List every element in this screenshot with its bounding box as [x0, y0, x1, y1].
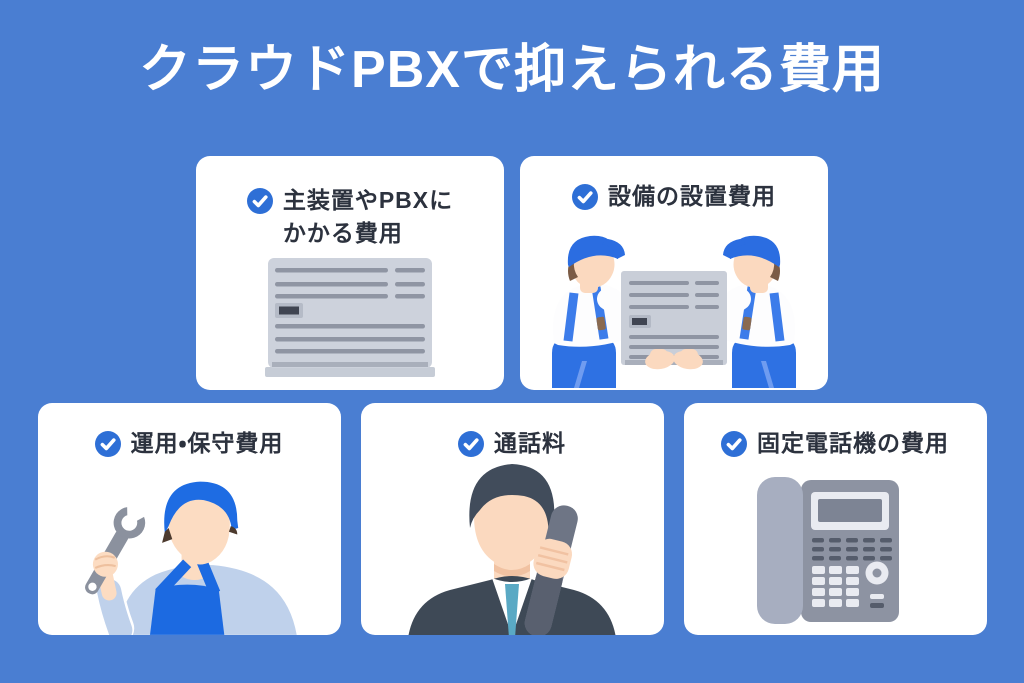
desk-phone-illustration: [745, 472, 925, 630]
card-call-charges: 通話料: [360, 403, 664, 635]
card-heading: 通話料: [458, 427, 566, 460]
businessman-on-phone-illustration: [402, 460, 622, 635]
check-icon: [572, 183, 598, 210]
two-workers-carrying-equipment-illustration: [524, 225, 824, 388]
card-row-top: 主装置やPBXに かかる費用: [0, 156, 1024, 390]
card-heading: 固定電話機の費用: [721, 427, 949, 460]
pbx-main-unit-illustration: [265, 258, 435, 377]
card-label: 設備の設置費用: [608, 183, 776, 209]
check-icon: [246, 188, 273, 214]
card-operation-maintenance-cost: 運用・保守費用: [37, 403, 341, 635]
card-heading: 運用・保守費用: [94, 427, 284, 460]
check-icon: [721, 430, 747, 457]
card-heading: 設備の設置費用: [572, 180, 776, 213]
card-pbx-equipment-cost: 主装置やPBXに かかる費用: [196, 156, 504, 390]
card-label: 固定電話機の費用: [757, 430, 949, 456]
card-label: 主装置やPBXに かかる費用: [282, 187, 454, 247]
check-icon: [94, 430, 121, 457]
worker-with-wrench-illustration: [59, 474, 319, 635]
page-title: クラウドPBXで抑えられる費用: [139, 41, 885, 99]
card-heading: 主装置やPBXに かかる費用: [246, 184, 454, 251]
card-installation-cost: 設備の設置費用: [520, 156, 828, 390]
card-label: 通話料: [494, 430, 566, 456]
card-row-bottom: 運用・保守費用: [0, 403, 1024, 635]
check-icon: [458, 430, 484, 457]
card-label: 運用・保守費用: [130, 430, 284, 456]
card-landline-phone-cost: 固定電話機の費用: [683, 403, 987, 635]
